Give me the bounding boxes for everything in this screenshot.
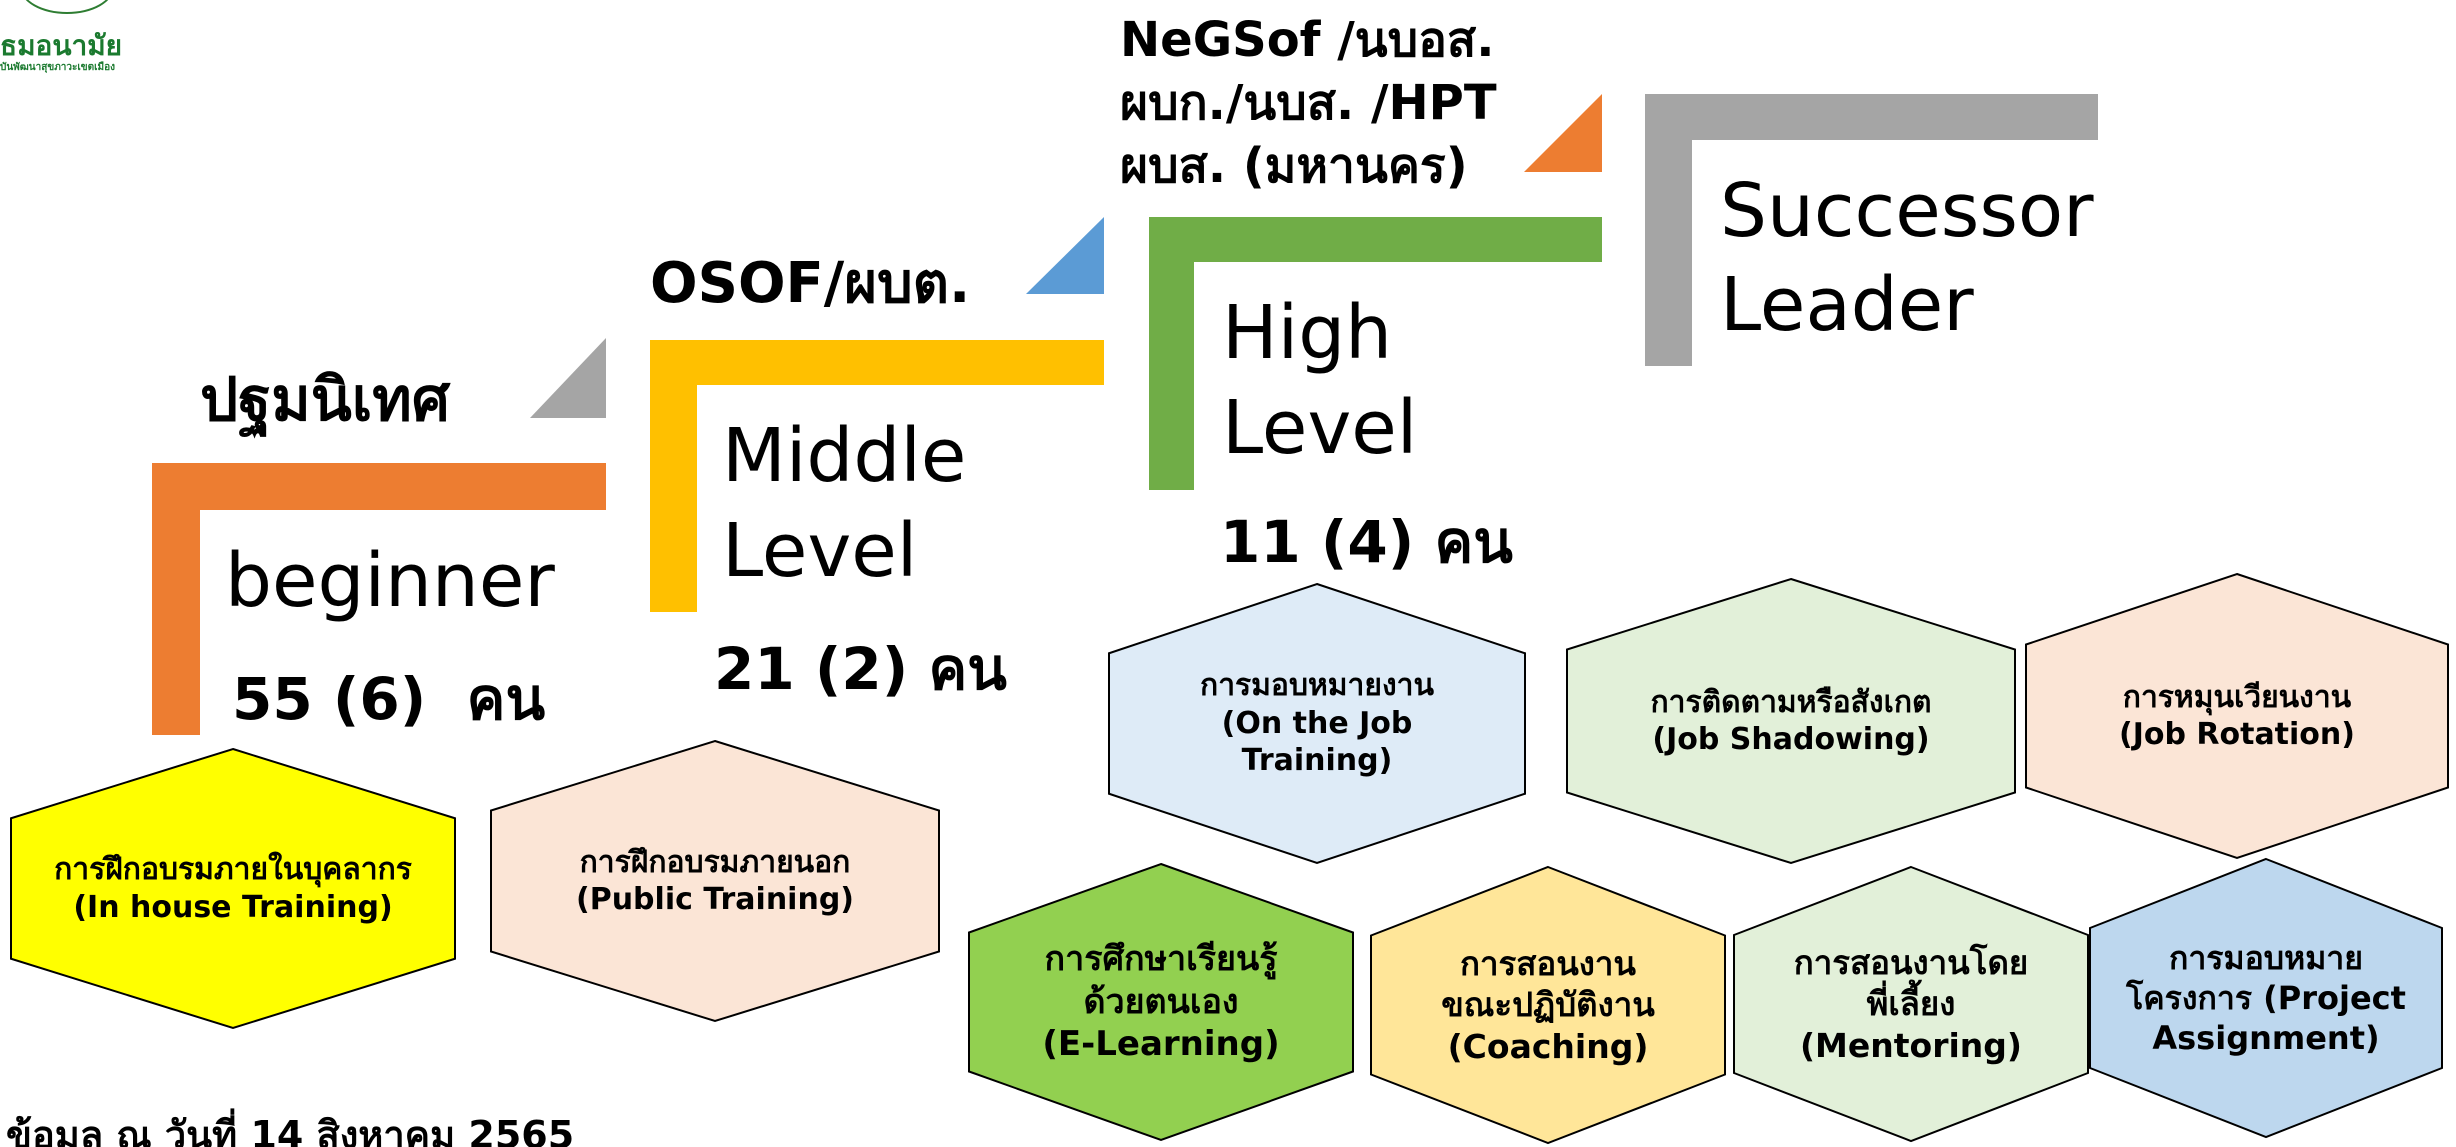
logo: ธมอนามัย บันพัฒนาสุขภาวะเขตเมือง (0, 0, 160, 80)
beginner-count: 55 (6) คน (232, 665, 546, 733)
hexagon-outline (1108, 582, 1526, 865)
mentoring-label: การสอนงานโดย พี่เลี้ยง (Mentoring) (1793, 943, 2029, 1065)
hexagon-shape (490, 739, 940, 1023)
high-level-name-line2: Level (1222, 385, 1418, 471)
successor-level-name-line2: Leader (1720, 262, 1974, 348)
hexagon-shape (1733, 865, 2089, 1143)
hexagon-outline (490, 739, 940, 1023)
hexagon-outline (968, 862, 1354, 1142)
high-corner-triangle (1524, 94, 1602, 172)
job-shadowing-hexagon: การติดตามหรือสังเกต (Job Shadowing) (1566, 577, 2016, 865)
hexagon-shape (968, 862, 1354, 1142)
project-assignment-label: การมอบหมาย โครงการ (Project Assignment) (2126, 939, 2406, 1057)
in-house-training-hexagon: การฝึกอบรมภายในบุคลากร (In house Trainin… (10, 747, 456, 1030)
hexagon-outline (1566, 577, 2016, 865)
beginner-bracket (152, 463, 606, 735)
coaching-label: การสอนงาน ขณะปฏิบัติงาน (Coaching) (1441, 944, 1655, 1066)
hexagon-shape (10, 747, 456, 1030)
project-assignment-hexagon: การมอบหมาย โครงการ (Project Assignment) (2089, 857, 2443, 1139)
data-date-footer: ข้อมูล ณ วันที่ 14 สิงหาคม 2565 (6, 1113, 575, 1147)
successor-level-name-line1: Successor (1720, 168, 2094, 254)
high-level-name-line1: High (1222, 290, 1393, 376)
high-group-label-line1: NeGSof /นบอส. (1120, 12, 1495, 68)
middle-level-name-line1: Middle (722, 413, 967, 499)
high-count: 11 (4) คน (1220, 508, 1513, 576)
beginner-group-label: ปฐมนิเทศ (200, 365, 450, 435)
hexagon-outline (1733, 865, 2089, 1143)
job-rotation-hexagon: การหมุนเวียนงาน (Job Rotation) (2025, 572, 2449, 860)
logo-title: ธมอนามัย (0, 29, 123, 62)
middle-level-name-line2: Level (722, 508, 918, 594)
beginner-level-name: beginner (225, 538, 555, 624)
public-training-hexagon: การฝึกอบรมภายนอก (Public Training) (490, 739, 940, 1023)
in-house-training-label: การฝึกอบรมภายในบุคลากร (In house Trainin… (54, 852, 412, 925)
middle-bracket (650, 340, 1104, 612)
high-group-label-line3: ผบส. (มหานคร) (1120, 138, 1468, 194)
hexagon-outline (2089, 857, 2443, 1139)
hexagon-shape (1108, 582, 1526, 865)
job-rotation-label: การหมุนเวียนงาน (Job Rotation) (2118, 679, 2355, 753)
hexagon-shape (2089, 857, 2443, 1139)
on-the-job-training-hexagon: การมอบหมายงาน (On the Job Training) (1108, 582, 1526, 865)
middle-count: 21 (2) คน (714, 635, 1007, 703)
high-group-label-line2: ผบก./นบส. /HPT (1120, 75, 1497, 131)
coaching-hexagon: การสอนงาน ขณะปฏิบัติงาน (Coaching) (1370, 865, 1726, 1145)
job-shadowing-label: การติดตามหรือสังเกต (Job Shadowing) (1650, 684, 1932, 758)
middle-group-label: OSOF/ผบต. (650, 251, 971, 316)
e-learning-hexagon: การศึกษาเรียนรู้ ด้วยตนเอง (E-Learning) (968, 862, 1354, 1142)
hexagon-outline (2025, 572, 2449, 860)
public-training-label: การฝึกอบรมภายนอก (Public Training) (576, 844, 854, 918)
beginner-corner-triangle (530, 338, 606, 418)
on-the-job-training-label: การมอบหมายงาน (On the Job Training) (1200, 668, 1434, 779)
hexagon-outline (1370, 865, 1726, 1145)
hexagon-shape (1370, 865, 1726, 1145)
logo-subtitle: บันพัฒนาสุขภาวะเขตเมือง (0, 62, 116, 73)
hexagon-shape (2025, 572, 2449, 860)
hexagon-outline (10, 747, 456, 1030)
hexagon-shape (1566, 577, 2016, 865)
successor-bracket (1645, 94, 2098, 366)
mentoring-hexagon: การสอนงานโดย พี่เลี้ยง (Mentoring) (1733, 865, 2089, 1143)
middle-corner-triangle (1026, 217, 1104, 294)
high-bracket (1149, 217, 1602, 490)
e-learning-label: การศึกษาเรียนรู้ ด้วยตนเอง (E-Learning) (1042, 939, 1280, 1065)
